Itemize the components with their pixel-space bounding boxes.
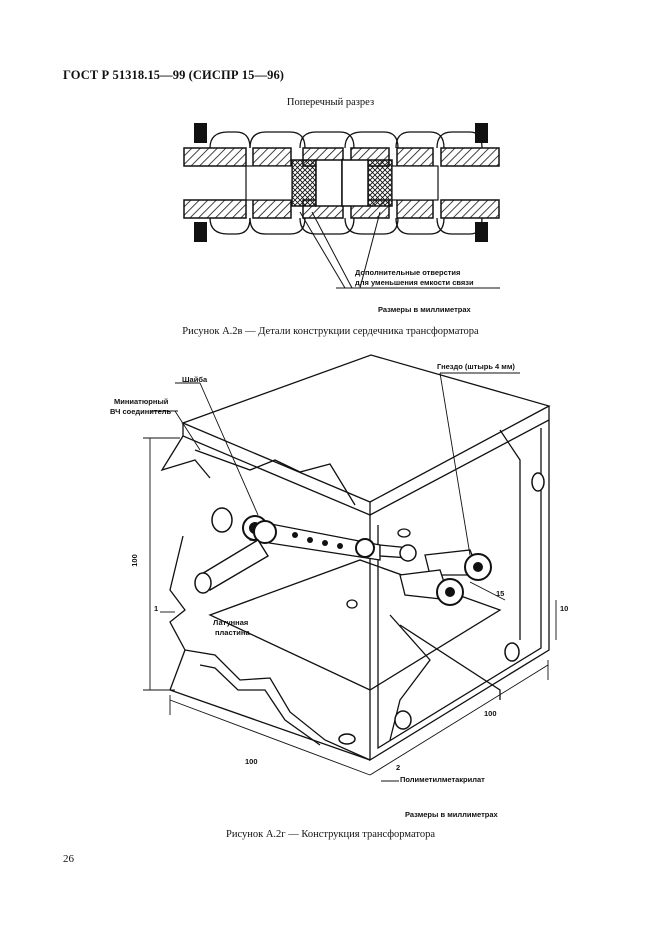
dim-10: 10: [560, 604, 569, 613]
bobbin-outline: [209, 131, 483, 235]
label-connector-line1: Миниатюрный: [114, 397, 169, 406]
label-socket: Гнездо (штырь 4 мм): [437, 362, 515, 371]
units-note-a2g: Размеры в миллиметрах: [405, 810, 498, 819]
label-washer: Шайба: [182, 375, 208, 384]
dimension-lines: [143, 437, 557, 776]
note-holes-line2: для уменьшения емкости связи: [355, 278, 474, 287]
label-pmma: Полиметилметакрилат: [400, 775, 485, 784]
box-outline: [160, 354, 551, 762]
note-leaders: [299, 211, 500, 289]
label-connector-line2: ВЧ соединитель: [110, 407, 172, 416]
label-brass-line2: пластина: [215, 628, 250, 637]
note-holes-line1: Дополнительные отверстия: [355, 268, 461, 277]
end-clamps: [194, 123, 488, 242]
document-header: ГОСТ Р 51318.15—99 (СИСПР 15—96): [63, 68, 285, 82]
caption-a2g: Рисунок А.2г — Конструкция трансформатор…: [226, 829, 435, 840]
dim-height: 100: [129, 554, 139, 567]
callout-1: 1: [154, 604, 159, 613]
label-leaders: [150, 372, 520, 782]
core-blocks: [245, 159, 439, 207]
dim-width: 100: [484, 709, 497, 718]
core-assembly: [194, 472, 545, 745]
dim-15: 15: [496, 589, 505, 598]
caption-a2v: Рисунок А.2в — Детали конструкции сердеч…: [182, 326, 479, 337]
page-number: 26: [63, 853, 74, 865]
units-note-a2v: Размеры в миллиметрах: [378, 305, 471, 314]
dim-depth: 100: [245, 757, 258, 766]
callout-2: 2: [396, 763, 401, 772]
section-label: Поперечный разрез: [286, 97, 375, 108]
label-brass-line1: Латунная: [213, 618, 249, 627]
